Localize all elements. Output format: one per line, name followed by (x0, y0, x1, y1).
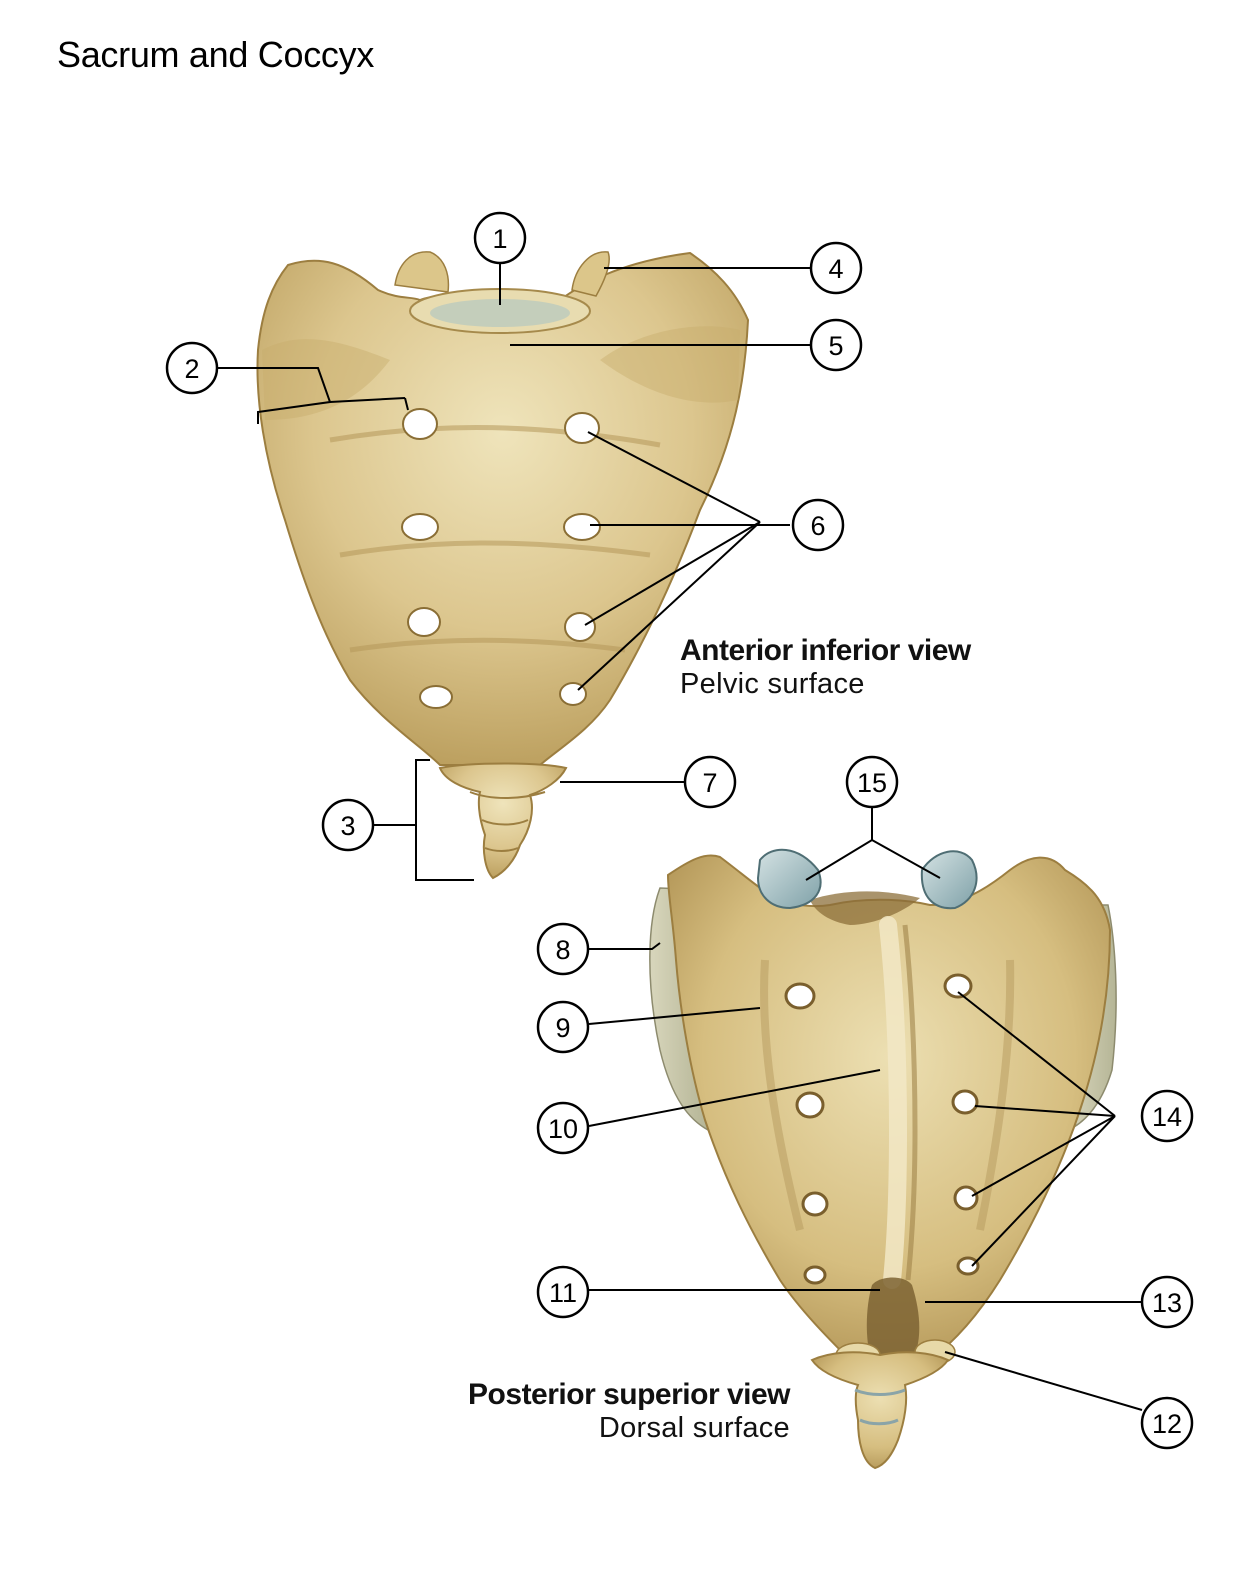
leader-14b (974, 1105, 1116, 1117)
callout-10: 10 (536, 1101, 590, 1155)
bracket-3 (415, 759, 474, 881)
posterior-view-title: Posterior superior view (468, 1378, 790, 1411)
anterior-view-title: Anterior inferior view (680, 634, 971, 667)
posterior-foramen-l3 (801, 1191, 829, 1217)
lateral-sacral-crest-right (976, 959, 1015, 1231)
anterior-foramen-l4 (419, 685, 453, 709)
lateral-sacral-crest-left (760, 959, 804, 1231)
callout-5-label: 5 (828, 331, 843, 361)
callout-15-label: 15 (857, 768, 887, 798)
coccyx-posterior (810, 1351, 950, 1470)
coccyx-posterior-joint-1 (854, 1388, 906, 1396)
posterior-foramen-l2 (795, 1091, 825, 1119)
sacrum-posterior-view (649, 848, 1117, 1470)
leader-15 (805, 838, 941, 881)
callout-12-label: 12 (1152, 1409, 1182, 1439)
callout-2: 2 (165, 341, 219, 395)
ala-shading-left (262, 339, 390, 420)
posterior-view-subtitle: Dorsal surface (598, 1412, 790, 1444)
leader-14d (971, 1115, 1116, 1267)
anterior-foramen-r3 (564, 612, 596, 642)
callouts: 1 2 3 4 5 6 7 8 9 10 11 12 13 14 15 (165, 211, 1194, 1450)
leader-12 (944, 1351, 1143, 1411)
coccyx-segment-line-2 (481, 819, 529, 826)
leader-14a (957, 991, 1116, 1117)
leader-6d (577, 521, 761, 691)
page-title: Sacrum and Coccyx (57, 34, 375, 75)
posterior-view-caption: Posterior superior view Dorsal surface (450, 1378, 790, 1445)
leader-10 (588, 1069, 881, 1127)
sacrum-anterior-view (256, 251, 750, 880)
sacral-canal-opening (810, 891, 920, 925)
sacral-base-disc-surface (430, 299, 570, 327)
callout-3-label: 3 (340, 811, 355, 841)
leader-lines (218, 264, 1143, 1411)
coccyx-segment-line-3 (484, 847, 519, 852)
posterior-foramen-r2 (951, 1089, 979, 1115)
transverse-ridge-2 (339, 540, 651, 558)
superior-articular-facet-right (920, 850, 978, 910)
transverse-ridge-1 (329, 425, 661, 448)
leader-6c (584, 521, 761, 626)
callout-6-label: 6 (810, 511, 825, 541)
callout-10-label: 10 (548, 1114, 578, 1144)
median-sacral-crest (879, 916, 908, 1289)
superior-articular-process-right (571, 251, 610, 297)
leader-8 (589, 942, 661, 950)
leader-6a (587, 431, 761, 523)
anterior-foramen-l1 (402, 408, 438, 440)
callout-9-label: 9 (555, 1013, 570, 1043)
anterior-view-caption: Anterior inferior view Pelvic surface (680, 634, 971, 701)
leader-2c (404, 397, 409, 411)
posterior-foramen-r3 (953, 1185, 979, 1211)
anterior-foramen-r1 (564, 412, 600, 444)
callout-14: 14 (1140, 1089, 1194, 1143)
callout-11: 11 (536, 1265, 590, 1319)
posterior-foramen-l1 (784, 982, 816, 1010)
callout-13: 13 (1140, 1275, 1194, 1329)
anterior-foramen-l3 (407, 607, 441, 637)
callout-8: 8 (536, 922, 590, 976)
callout-1: 1 (473, 211, 527, 265)
leader-14c (971, 1115, 1116, 1197)
callout-13-label: 13 (1152, 1288, 1182, 1318)
callout-5: 5 (809, 318, 863, 372)
callout-14-label: 14 (1152, 1102, 1182, 1132)
sacral-hiatus (866, 1277, 920, 1355)
transverse-ridge-3 (349, 637, 626, 653)
superior-articular-facet-left (756, 848, 822, 910)
callout-3: 3 (321, 798, 375, 852)
leader-2b (329, 397, 406, 403)
anterior-foramen-r2 (563, 513, 601, 541)
callout-6: 6 (791, 498, 845, 552)
posterior-foramen-l4 (803, 1265, 827, 1285)
callout-9: 9 (536, 1000, 590, 1054)
callout-4-label: 4 (828, 254, 843, 284)
callout-1-label: 1 (492, 224, 507, 254)
callout-7-label: 7 (702, 768, 717, 798)
superior-articular-process-left (394, 251, 450, 293)
callout-4: 4 (809, 241, 863, 295)
callout-2-label: 2 (184, 354, 199, 384)
anterior-view-subtitle: Pelvic surface (680, 668, 865, 700)
posterior-foramen-r1 (943, 973, 973, 999)
posterior-foramen-r4 (956, 1256, 980, 1276)
coccyx-posterior-joint-2 (859, 1418, 899, 1426)
anterior-foramen-l2 (401, 513, 439, 541)
leader-9 (588, 1007, 761, 1025)
callout-8-label: 8 (555, 935, 570, 965)
callout-11-label: 11 (549, 1278, 577, 1308)
callout-7: 7 (683, 755, 737, 809)
median-sacral-crest-shadow (902, 924, 918, 1281)
coccyx-anterior (438, 762, 568, 880)
coccyx-segment-line-1 (469, 791, 546, 799)
callout-12: 12 (1140, 1396, 1194, 1450)
callout-15: 15 (845, 755, 899, 809)
